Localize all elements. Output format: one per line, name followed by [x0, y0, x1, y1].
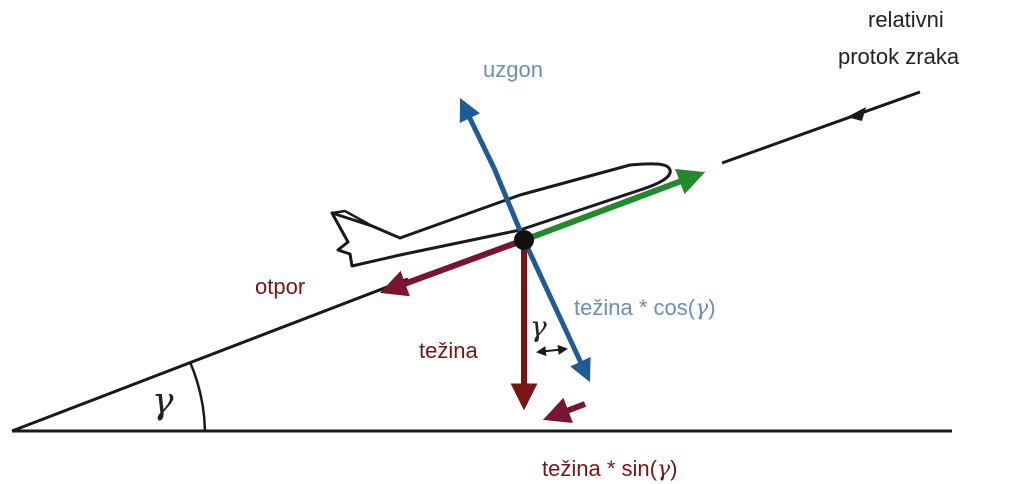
weight-sin-arrow	[542, 397, 587, 423]
gamma-small-arrow	[536, 344, 568, 357]
weight-sin-label-prefix: težina * sin(	[542, 456, 658, 481]
lift-label: uzgon	[483, 57, 543, 82]
weight-cos-label: težina * cos(γ)	[574, 295, 716, 321]
weight-cos-gamma: γ	[695, 296, 709, 321]
airplane-tail-fin	[331, 209, 373, 228]
flight-path-line	[11, 277, 409, 433]
lift-to-center-segment	[491, 167, 527, 241]
weight-cos-arrow	[521, 238, 591, 383]
gamma-center-label: γ	[530, 310, 547, 343]
weight-label: težina	[419, 338, 478, 363]
weight-cos-label-prefix: težina * cos(	[574, 295, 696, 320]
weight-sin-label: težina * sin(γ)	[542, 456, 677, 482]
gamma-angle-arc	[188, 361, 207, 432]
drag-arrow	[379, 237, 526, 297]
thrust-arrow	[522, 168, 706, 243]
weight-sin-close: )	[670, 456, 677, 481]
weight-cos-close: )	[708, 295, 715, 320]
lift-axis-arrow	[459, 97, 497, 170]
drag-label: otpor	[255, 274, 305, 299]
airplane-outline	[330, 162, 672, 268]
gamma-base-label: γ	[152, 381, 174, 422]
airflow-label-line2: protok zraka	[838, 44, 960, 69]
airflow-line	[721, 90, 921, 165]
airflow-label-line1: relativni	[868, 7, 944, 32]
airflow-arrowhead	[847, 107, 866, 121]
center-of-gravity-dot	[514, 230, 534, 250]
weight-sin-gamma: γ	[657, 457, 671, 482]
